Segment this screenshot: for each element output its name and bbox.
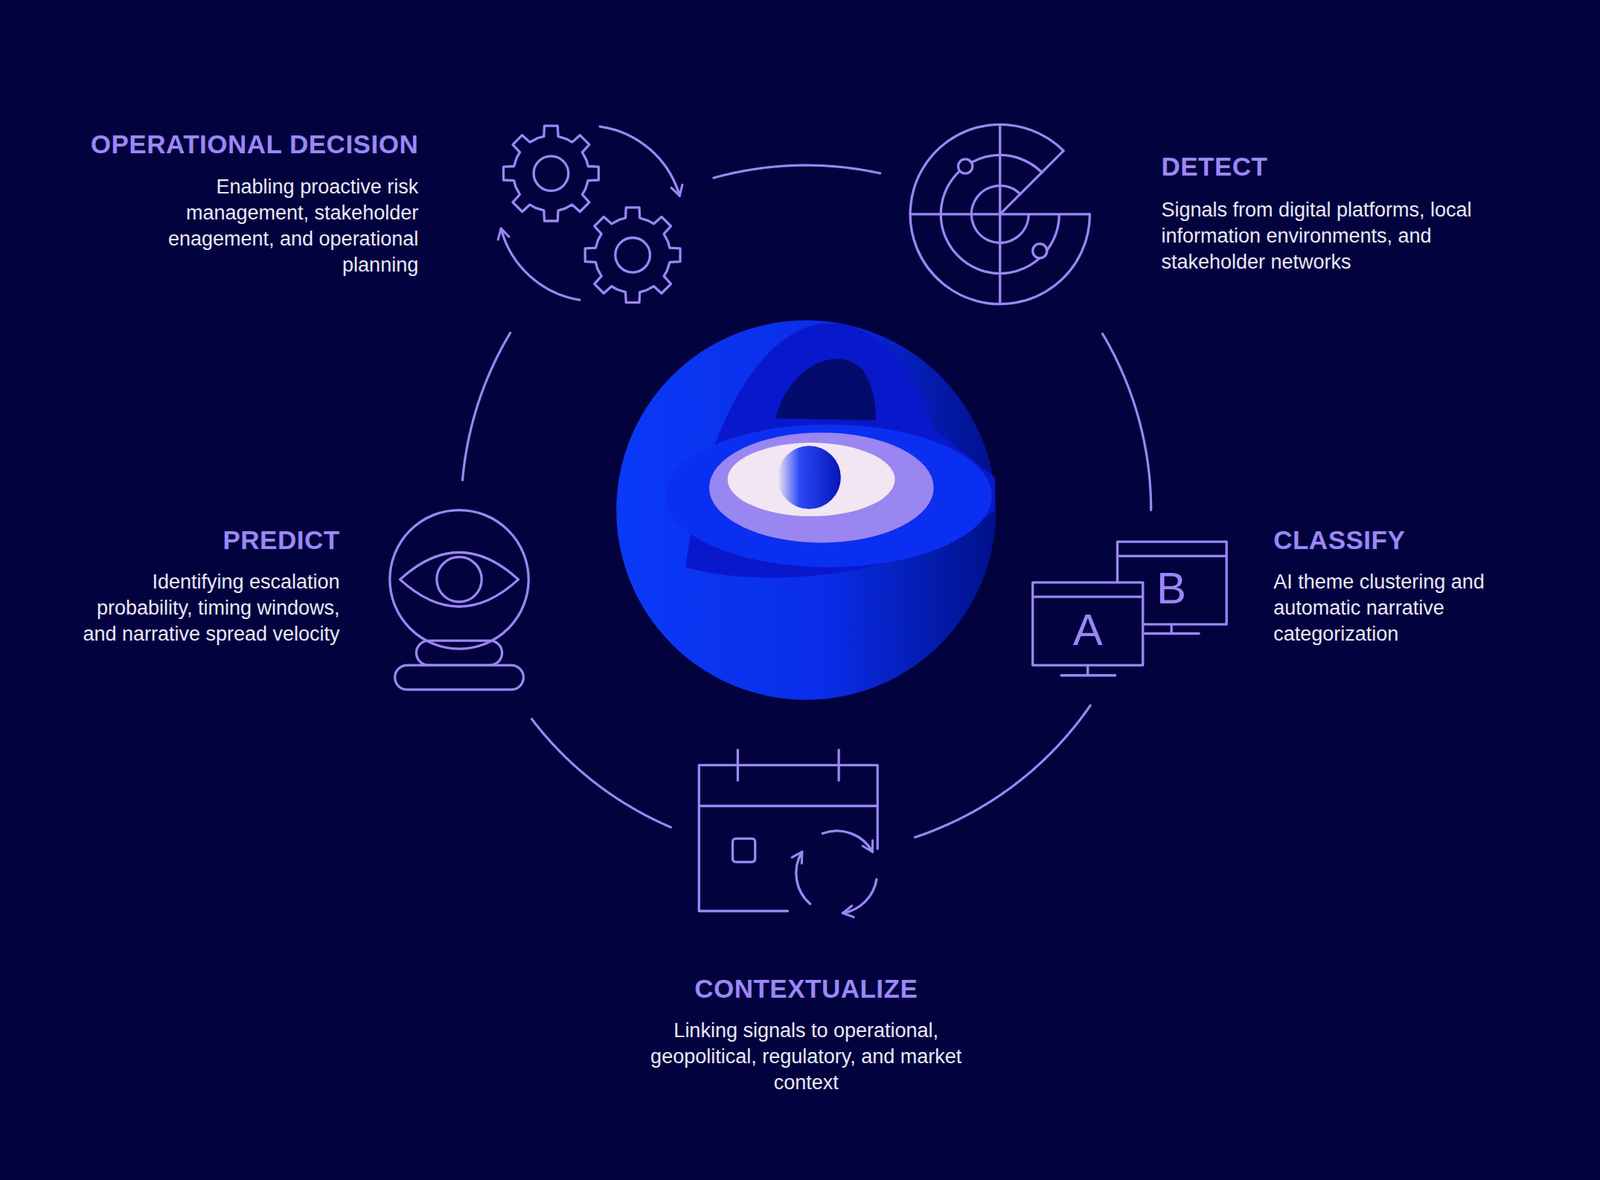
gear: [584, 207, 681, 303]
scaled-art: [389, 124, 1227, 914]
stage-description: Linking signals to operational, geopolit…: [621, 1018, 991, 1097]
pupil: [777, 445, 841, 510]
monitor-detail: [1032, 596, 1144, 676]
radar-blip: [958, 159, 973, 174]
stage-heading: CONTEXTUALIZE: [500, 974, 1113, 1004]
sphere-hollow: [775, 358, 876, 421]
cycle-arrow: [599, 126, 680, 196]
text-wrap: Linking signals to operational, geopolit…: [621, 1018, 991, 1097]
label-wrap: A: [1073, 608, 1103, 653]
calendar-frame: [698, 750, 878, 912]
text-wrap: CLASSIFY: [1273, 525, 1600, 556]
text-wrap: Enabling proactive risk management, stak…: [90, 174, 419, 279]
radar-blip: [1032, 244, 1048, 259]
text-wrap: AI theme clustering and automatic narrat…: [1273, 569, 1516, 648]
stage-description: AI theme clustering and automatic narrat…: [1273, 569, 1516, 648]
radar-ring: [910, 124, 1090, 304]
calendar-day: [733, 838, 756, 863]
sphere-illustration: [616, 320, 996, 701]
eye-shape: [400, 552, 519, 608]
stage-node: CONTEXTUALIZELinking signals to operatio…: [698, 747, 888, 924]
stage-description: Identifying escalation probability, timi…: [66, 569, 340, 648]
stage-heading: OPERATIONAL DECISION: [0, 129, 419, 160]
sphere: [616, 320, 996, 701]
text-wrap: Identifying escalation probability, timi…: [66, 569, 340, 648]
iris-layer: [709, 432, 934, 543]
text-wrap: CONTEXTUALIZE: [500, 974, 1113, 1004]
stage-heading: CLASSIFY: [1273, 525, 1600, 556]
icons: [389, 124, 1227, 914]
text-wrap: PREDICT: [0, 525, 341, 556]
cycle-connector: [1102, 334, 1152, 511]
stage-heading: PREDICT: [0, 525, 341, 556]
monitor-icon: [1032, 541, 1228, 676]
cycle-connector: [713, 165, 881, 178]
cycle-connector: [915, 705, 1091, 838]
stage-description: Enabling proactive risk management, stak…: [90, 174, 419, 279]
cycle-arrow: [822, 831, 873, 853]
label-wrap: B: [1156, 566, 1187, 611]
radar-icon: [910, 124, 1090, 304]
cycle-arrow: [843, 879, 877, 914]
sphere-layer: [665, 424, 992, 568]
gear-hole: [615, 237, 651, 273]
stage-node: OPERATIONAL DECISIONEnabling proactive r…: [494, 120, 686, 307]
cycle-connector: [462, 332, 511, 480]
stage-description: Signals from digital platforms, local in…: [1160, 197, 1541, 276]
gear-icon: [503, 125, 681, 303]
calendar-icon: [698, 750, 878, 914]
cycle-connector: [531, 718, 671, 828]
gear-hole: [533, 156, 569, 192]
stage-node: PREDICTIdentifying escalation probabilit…: [385, 508, 527, 693]
monitor-letter: A: [1073, 608, 1103, 653]
webcam-icon: [389, 510, 529, 690]
cycle-arrow: [796, 852, 811, 905]
text-wrap: Signals from digital platforms, local in…: [1160, 197, 1541, 276]
cycle-arrow: [500, 228, 580, 300]
stage-heading: DETECT: [1160, 151, 1600, 182]
radar-axes: [910, 124, 1090, 304]
eye-white: [727, 442, 896, 517]
stage-node: CLASSIFYAI theme clustering and automati…: [1030, 538, 1230, 679]
webcam-base: [395, 665, 524, 690]
webcam-head: [389, 510, 529, 649]
gear: [503, 125, 600, 222]
connectors: [462, 165, 1152, 838]
webcam-neck: [416, 640, 502, 666]
eye-iris: [436, 557, 482, 603]
monitor-screen: [1032, 582, 1144, 666]
monitor-letter: B: [1156, 566, 1187, 611]
text-wrap: DETECT: [1160, 151, 1600, 182]
stage-node: DETECTSignals from digital platforms, lo…: [907, 120, 1092, 307]
text-wrap: OPERATIONAL DECISION: [0, 129, 419, 160]
